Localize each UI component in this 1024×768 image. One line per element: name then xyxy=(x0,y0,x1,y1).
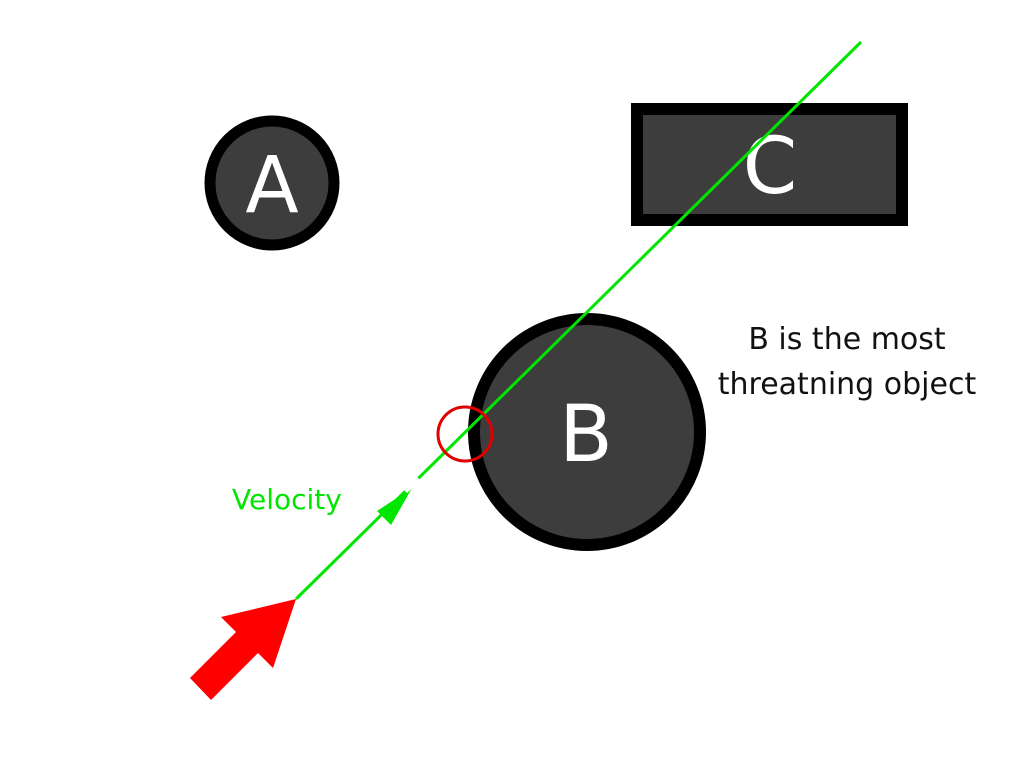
object-c-shape xyxy=(631,103,908,226)
object-c: C xyxy=(631,103,908,226)
object-a: A xyxy=(204,115,340,251)
object-b: B xyxy=(468,313,706,551)
object-b-label: B xyxy=(559,390,613,480)
velocity-ray-gap xyxy=(402,475,421,494)
velocity-label: Velocity xyxy=(232,483,342,516)
annotation-line-2: threatning object xyxy=(718,367,977,402)
object-b-shape xyxy=(468,313,706,551)
object-a-label: A xyxy=(245,141,298,231)
object-c-label: C xyxy=(743,122,797,212)
object-a-shape xyxy=(204,115,340,251)
collision-point-icon xyxy=(436,405,494,463)
agent-arrow-icon xyxy=(190,599,296,700)
annotation-line-1: B is the most xyxy=(748,322,946,357)
velocity-arrowhead-icon xyxy=(377,488,412,525)
